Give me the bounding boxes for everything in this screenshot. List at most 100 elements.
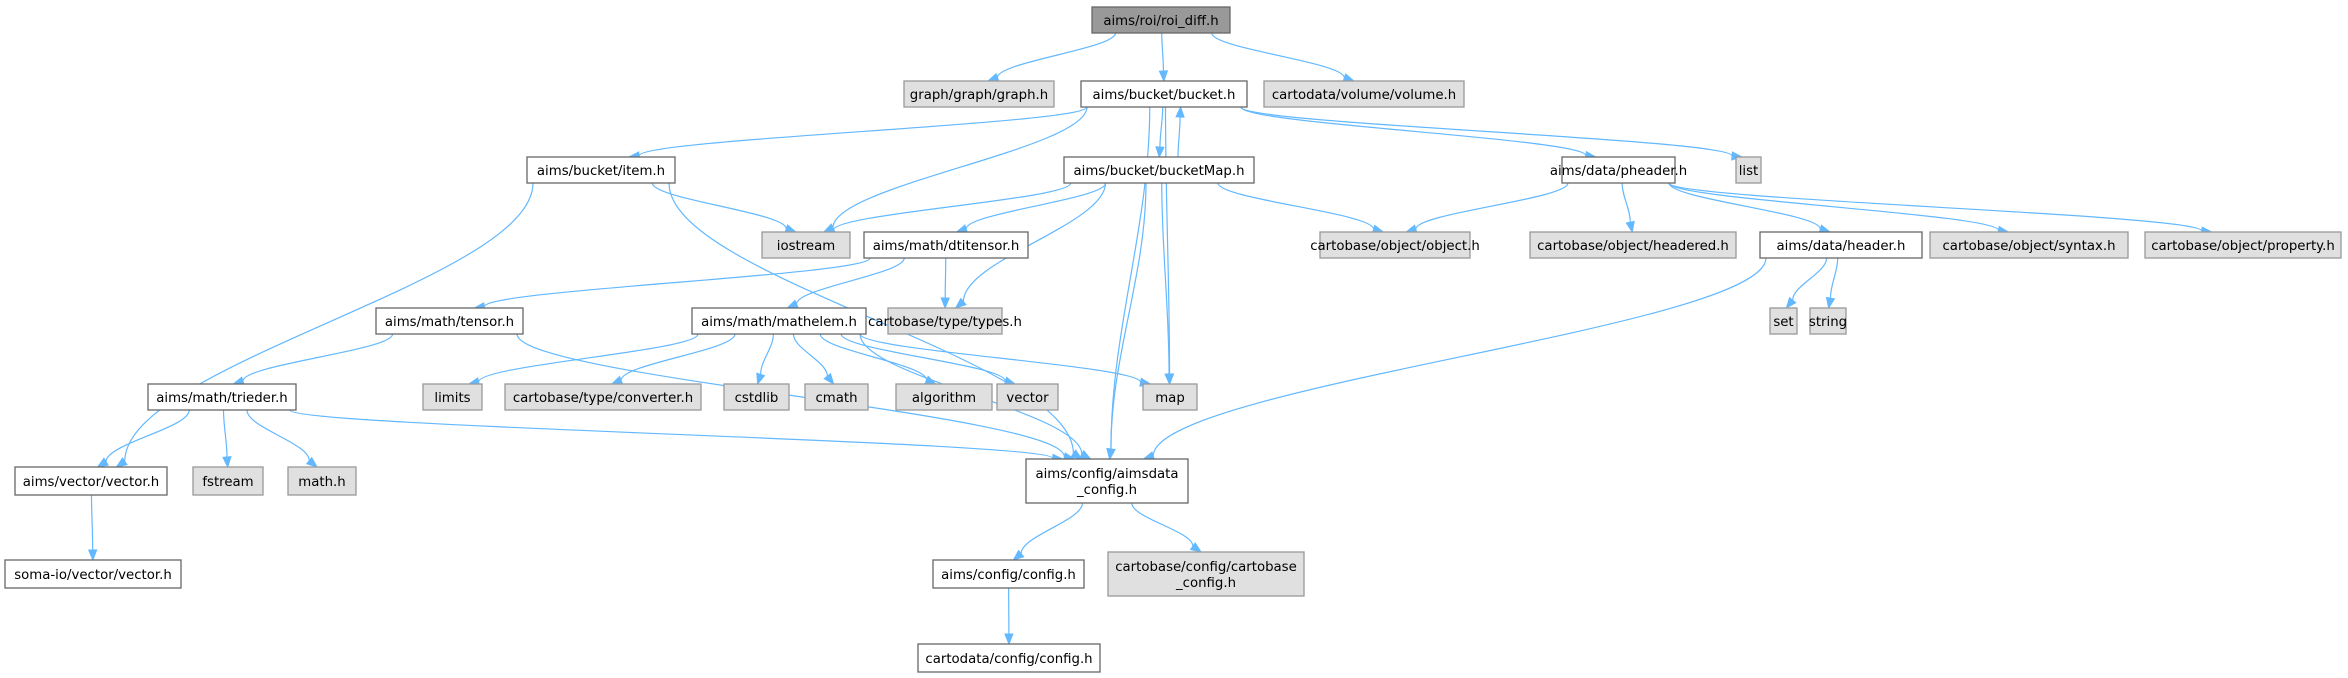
edge-bucket-to-pheader	[1240, 106, 1598, 161]
node-bucket[interactable]: aims/bucket/bucket.h	[1080, 80, 1248, 108]
edge-mathelem-to-cstdlib	[756, 333, 774, 386]
node-vector[interactable]: vector	[996, 383, 1059, 411]
edge-line	[1110, 182, 1147, 450]
node-label: map	[1155, 391, 1185, 406]
node-bucketMap[interactable]: aims/bucket/bucketMap.h	[1063, 156, 1255, 184]
node-mathh[interactable]: math.h	[287, 466, 357, 496]
node-syntax[interactable]: cartobase/object/syntax.h	[1929, 231, 2129, 259]
edge-trieder-to-fstream	[222, 409, 232, 469]
arrowhead-icon	[1106, 447, 1116, 461]
edge-line	[965, 182, 1107, 230]
node-aimsconfig[interactable]: aims/config/config.h	[932, 559, 1085, 589]
edge-bucketMap-to-aimsdata-config	[1106, 182, 1147, 461]
node-dtitensor[interactable]: aims/math/dtitensor.h	[863, 231, 1029, 259]
node-limits[interactable]: limits	[422, 383, 483, 411]
arrowhead-icon	[1164, 373, 1174, 386]
node-box	[1759, 231, 1923, 259]
edge-line	[1240, 106, 1587, 157]
node-algorithm[interactable]: algorithm	[895, 383, 993, 411]
node-label: graph/graph/graph.h	[910, 88, 1048, 103]
node-somavector[interactable]: soma-io/vector/vector.h	[4, 559, 182, 589]
node-mathelem[interactable]: aims/math/mathelem.h	[691, 307, 867, 335]
node-property[interactable]: cartobase/object/property.h	[2144, 231, 2342, 259]
node-types[interactable]: cartobase/type/types.h	[868, 307, 1022, 335]
edge-line	[483, 257, 871, 308]
node-box	[691, 307, 867, 335]
node-cartobase-config[interactable]: cartobase/config/cartobase_config.h	[1107, 551, 1305, 597]
edge-bucketMap-to-map	[1161, 182, 1174, 386]
node-set[interactable]: set	[1769, 307, 1798, 335]
node-converter[interactable]: cartobase/type/converter.h	[504, 383, 702, 411]
edge-bucket-to-list	[1240, 106, 1744, 161]
edge-mathelem-to-converter	[610, 333, 736, 385]
edge-line	[1240, 106, 1733, 157]
edge-line	[1161, 182, 1170, 375]
node-label: aims/math/dtitensor.h	[873, 239, 1020, 254]
node-label: cartodata/volume/volume.h	[1272, 88, 1456, 103]
node-header[interactable]: aims/data/header.h	[1759, 231, 1923, 259]
node-fstream[interactable]: fstream	[192, 466, 264, 496]
arrowhead-icon	[87, 549, 98, 562]
node-label: cartodata/config/config.h	[925, 652, 1092, 667]
node-roi-diff[interactable]: aims/roi/roi_diff.h	[1091, 6, 1231, 34]
edge-tensor-to-trieder	[232, 333, 394, 386]
edge-bucketMap-to-object	[1217, 182, 1385, 234]
node-label: limits	[434, 391, 470, 406]
node-label: aims/data/pheader.h	[1550, 164, 1687, 179]
node-volume[interactable]: cartodata/volume/volume.h	[1263, 80, 1465, 108]
node-cmath[interactable]: cmath	[804, 383, 869, 411]
node-tensor[interactable]: aims/math/tensor.h	[375, 307, 524, 335]
node-string[interactable]: string	[1809, 307, 1847, 335]
node-box	[526, 156, 676, 184]
node-trieder[interactable]: aims/math/trieder.h	[147, 383, 297, 411]
edge-item-to-iostream	[651, 182, 798, 234]
node-pheader[interactable]: aims/data/pheader.h	[1550, 156, 1687, 184]
arrowhead-icon	[1155, 146, 1165, 159]
edge-dtitensor-to-tensor	[472, 257, 871, 312]
edge-line	[792, 333, 828, 377]
edge-line	[962, 182, 1107, 302]
node-box	[1107, 551, 1305, 597]
node-object[interactable]: cartobase/object/object.h	[1310, 231, 1480, 259]
edge-line	[1164, 106, 1171, 375]
node-item[interactable]: aims/bucket/item.h	[526, 156, 676, 184]
edge-line	[1131, 502, 1194, 547]
arrowhead-icon	[1785, 296, 1797, 310]
node-label: fstream	[202, 475, 253, 490]
arrowhead-icon	[940, 297, 950, 310]
node-aimsdata-config[interactable]: aims/config/aimsdata_config.h	[1025, 458, 1189, 504]
edge-line	[289, 409, 1054, 459]
node-cstdlib[interactable]: cstdlib	[723, 383, 790, 411]
edge-line	[832, 182, 1072, 231]
node-cartodataconfig[interactable]: cartodata/config/config.h	[917, 643, 1101, 673]
node-label: cartobase/type/converter.h	[513, 391, 693, 406]
edge-line	[1668, 182, 1821, 230]
edge-line	[516, 333, 1065, 457]
edge-line	[832, 106, 1088, 228]
node-headered[interactable]: cartobase/object/headered.h	[1529, 231, 1737, 259]
arrowhead-icon	[1189, 542, 1203, 553]
node-map[interactable]: map	[1142, 383, 1198, 411]
arrowhead-icon	[1158, 70, 1169, 83]
node-box	[4, 559, 182, 589]
edge-aimsdata-config-to-aimsconfig	[1012, 502, 1083, 561]
edge-line	[760, 333, 774, 375]
node-list[interactable]: list	[1735, 156, 1762, 184]
node-label: aims/bucket/bucketMap.h	[1074, 164, 1245, 179]
node-label: vector	[1006, 391, 1049, 406]
node-iostream[interactable]: iostream	[761, 231, 851, 259]
arrowhead-icon	[823, 372, 835, 386]
edge-line	[1161, 32, 1165, 72]
edge-pheader-to-object	[1404, 182, 1569, 234]
node-graph[interactable]: graph/graph/graph.h	[903, 80, 1055, 108]
edge-line	[668, 182, 1074, 454]
node-box	[375, 307, 524, 335]
edge-trieder-to-mathh	[246, 409, 319, 468]
node-label: algorithm	[912, 391, 976, 406]
node-box	[1025, 458, 1189, 504]
node-box	[1561, 156, 1676, 184]
edge-bucketMap-to-types	[954, 182, 1107, 309]
edge-line	[1020, 502, 1083, 554]
node-aimsvector[interactable]: aims/vector/vector.h	[14, 466, 168, 496]
node-box	[1142, 383, 1198, 411]
